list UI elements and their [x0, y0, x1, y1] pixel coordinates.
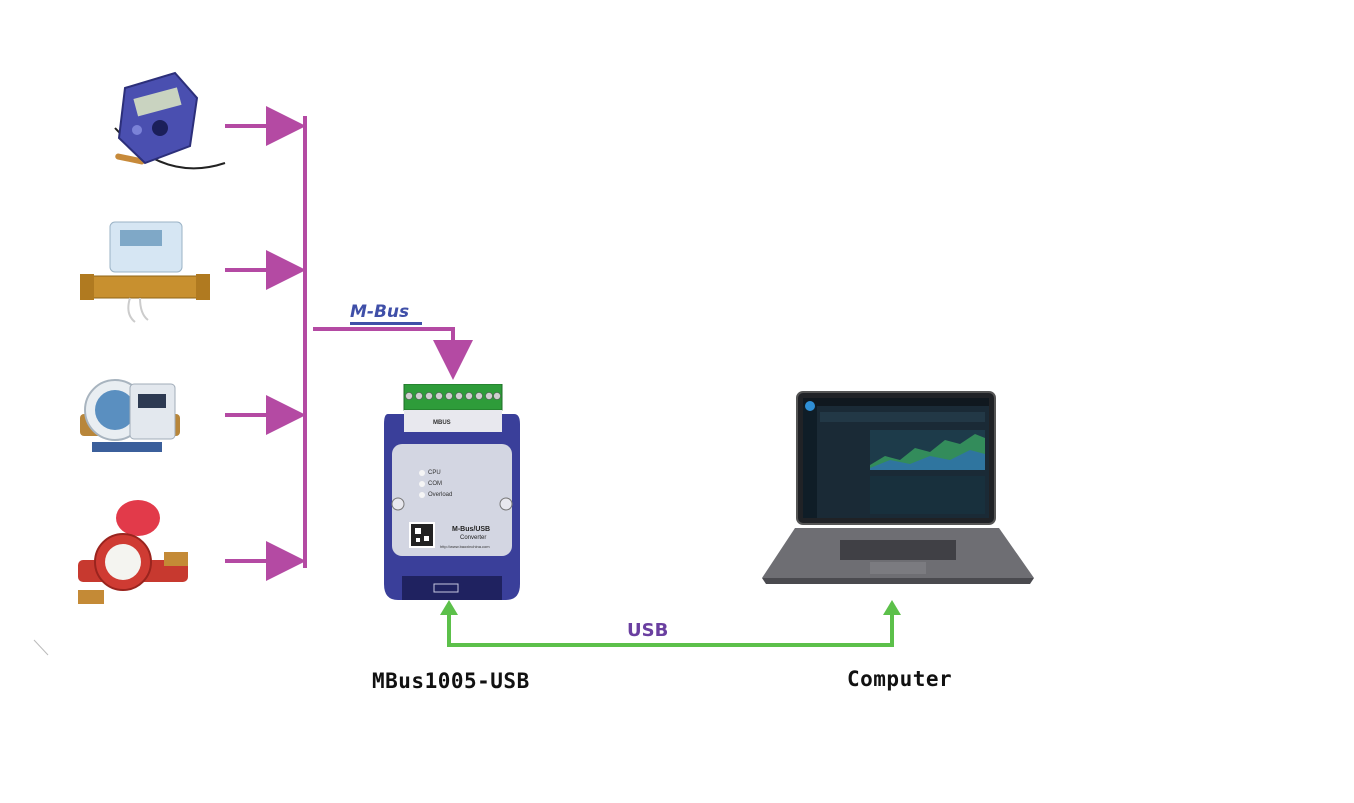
led-com-label: COM [428, 481, 442, 487]
usb-arrow-left [440, 600, 458, 615]
converter-model-sub: Converter [460, 535, 487, 541]
usb-line [447, 610, 894, 647]
mbus-usb-converter: MBUS CPU COM Overload M-Bus/USB Converte… [384, 384, 520, 604]
heat-meter-icon [114, 71, 226, 170]
laptop-computer-icon [762, 391, 1034, 584]
usb-line-label: USB [627, 620, 669, 641]
led-overload-label: Overload [428, 492, 453, 498]
computer-caption: Computer [847, 667, 953, 691]
converter-caption: MBus1005-USB [372, 669, 530, 693]
prepaid-water-meter-icon [80, 379, 180, 452]
usb-arrow-right [883, 600, 901, 615]
red-water-meter-icon [78, 500, 188, 604]
mbus-branch-arrow [313, 327, 473, 380]
mbus-label-underline [350, 322, 422, 325]
ultrasonic-heat-meter-icon [80, 221, 210, 323]
terminal-label: MBUS [433, 420, 451, 426]
led-cpu-label: CPU [428, 470, 441, 476]
mbus-line-label: M-Bus [350, 302, 410, 322]
converter-model-text: M-Bus/USB [452, 526, 491, 533]
converter-website: http://www.baoxinchina.com [440, 544, 490, 549]
